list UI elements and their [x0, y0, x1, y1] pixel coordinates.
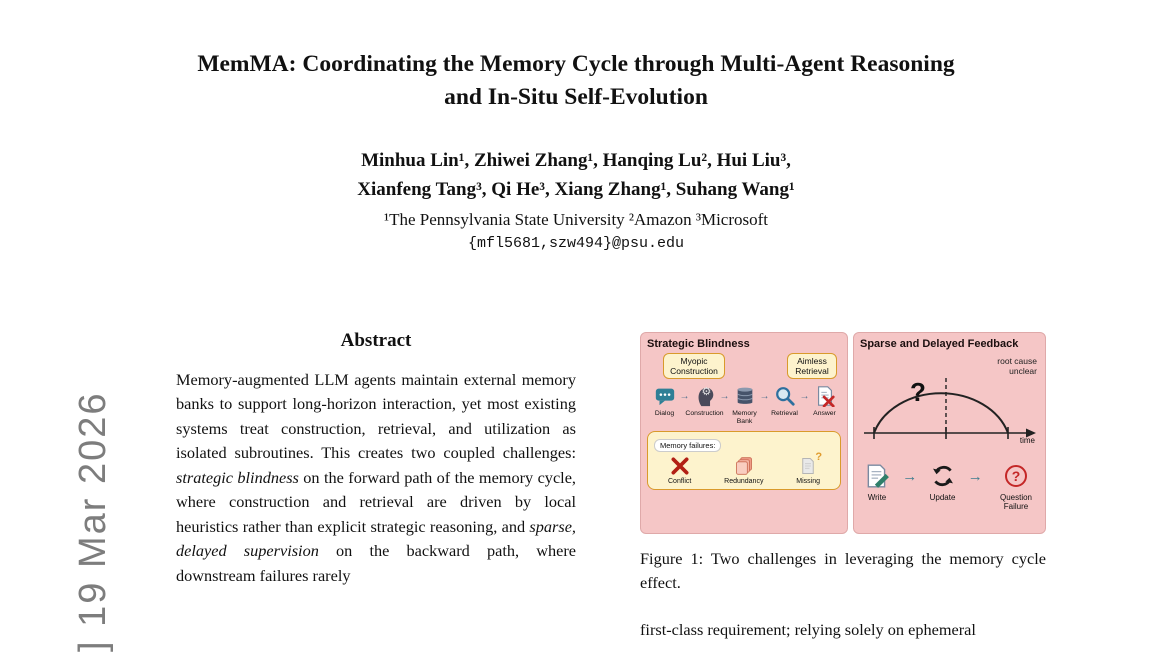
step-label-write: Write — [867, 493, 887, 502]
arrow-right-icon: → — [902, 467, 918, 485]
arrow-right-icon: → — [679, 390, 690, 402]
step-label-update: Update — [929, 493, 956, 502]
flow-label-dialog: Dialog — [654, 410, 675, 418]
abstract-part2: on the forward path of the memory cycle,… — [176, 467, 576, 536]
missing-question-icon: ? — [815, 451, 823, 464]
step-update: Update — [930, 461, 956, 502]
authors-block: Minhua Lin¹, Zhiwei Zhang¹, Hanqing Lu²,… — [0, 146, 1152, 205]
panel-sparse-delayed-feedback: Sparse and Delayed Feedback root cause u… — [853, 332, 1046, 534]
paper-title: MemMA: Coordinating the Memory Cycle thr… — [0, 48, 1152, 114]
left-column: Abstract Memory-augmented LLM agents mai… — [176, 330, 576, 588]
panel-right-title: Sparse and Delayed Feedback — [860, 338, 1019, 350]
arrow-right-icon: → — [759, 390, 770, 402]
failure-label-missing: Missing — [796, 478, 820, 486]
step-write: Write — [864, 461, 890, 502]
abstract-italic1: strategic blindness — [176, 467, 299, 487]
abstract-part1: Memory-augmented LLM agents maintain ext… — [176, 370, 576, 463]
memory-failures-title: Memory failures: — [654, 439, 722, 453]
paper-title-line2: and In-Situ Self-Evolution — [444, 83, 708, 110]
step-label-question-failure: Question Failure — [999, 493, 1033, 512]
memory-cycle-flow: Dialog → ⚙ Construction → Memory Bank — [647, 384, 841, 425]
figure-caption: Figure 1: Two challenges in leveraging t… — [640, 549, 1046, 592]
failure-redundancy: Redundancy — [724, 455, 763, 485]
flow-step-memory-bank: Memory Bank — [728, 384, 761, 425]
construction-icon: ⚙ — [694, 384, 716, 408]
write-icon — [864, 461, 890, 491]
figure-1: Strategic Blindness Myopic Construction … — [640, 332, 1046, 534]
authors-line1: Minhua Lin¹, Zhiwei Zhang¹, Hanqing Lu²,… — [361, 150, 791, 171]
root-cause-note: root cause unclear — [997, 356, 1037, 376]
failure-label-conflict: Conflict — [668, 478, 692, 486]
flow-step-dialog: Dialog — [648, 384, 681, 417]
step-question-failure: ? Question Failure — [995, 461, 1037, 511]
update-cycle-icon — [930, 461, 956, 491]
failure-conflict: Conflict — [668, 455, 691, 485]
failure-question-glyph: ? — [1011, 468, 1021, 484]
flow-label-retrieval: Retrieval — [771, 410, 798, 418]
panel-strategic-blindness: Strategic Blindness Myopic Construction … — [640, 332, 848, 534]
flow-step-answer: Answer — [808, 384, 841, 417]
answer-doc-error-icon — [814, 384, 836, 408]
unknown-cause-question: ? — [910, 377, 926, 407]
arxiv-stamp: ] 19 Mar 2026 — [72, 391, 114, 652]
time-axis-label: time — [1019, 436, 1035, 445]
flow-label-answer: Answer — [813, 410, 836, 418]
affiliations: ¹The Pennsylvania State University ²Amaz… — [383, 210, 769, 229]
flow-label-construction: Construction — [685, 410, 724, 418]
failures-row: Conflict Redundancy ? Missing — [656, 451, 832, 486]
question-failure-icon: ? — [1005, 461, 1027, 491]
abstract-heading: Abstract — [340, 330, 412, 351]
conflict-x-icon — [670, 455, 690, 477]
callouts-row: Myopic Construction Aimless Retrieval — [647, 350, 841, 380]
callout-aimless-retrieval: Aimless Retrieval — [787, 353, 837, 380]
dialog-icon — [654, 384, 676, 408]
abstract-text: Memory-augmented LLM agents maintain ext… — [176, 368, 576, 588]
flow-step-retrieval: Retrieval — [768, 384, 801, 417]
body-paragraph: first-class requirement; relying solely … — [640, 620, 976, 640]
paper-title-line1: MemMA: Coordinating the Memory Cycle thr… — [197, 51, 955, 77]
arc-timeline-graphic — [860, 363, 1040, 443]
missing-doc-icon: ? — [799, 451, 822, 477]
magnifier-icon — [774, 384, 796, 408]
arrow-right-icon: → — [719, 390, 730, 402]
right-column: Strategic Blindness Myopic Construction … — [640, 332, 1046, 640]
authors-line2: Xianfeng Tang³, Qi He³, Xiang Zhang¹, Su… — [357, 179, 795, 201]
arrow-right-icon: → — [967, 467, 983, 485]
database-icon — [734, 384, 756, 408]
contact-email: {mfl5681,szw494}@psu.edu — [467, 235, 685, 252]
panel-left-title: Strategic Blindness — [647, 338, 750, 350]
failure-label-redundancy: Redundancy — [724, 478, 764, 486]
failure-missing: ? Missing — [796, 451, 822, 486]
abstract-part3: on the backward path, where downstream f… — [176, 541, 576, 585]
callout-myopic-construction: Myopic Construction — [663, 353, 725, 380]
abstract-italic2: sparse, delayed supervision — [176, 516, 576, 561]
flow-step-construction: ⚙ Construction — [685, 384, 724, 418]
stacked-cards-icon — [734, 455, 754, 477]
arrow-right-icon: → — [799, 390, 810, 402]
flow-label-memory-bank: Memory Bank — [732, 410, 757, 425]
feedback-steps-row: Write → Update → ? Question Failure — [864, 461, 1037, 511]
gear-icon: ⚙ — [701, 386, 712, 399]
memory-failures-box: Memory failures: Conflict Redundancy — [647, 431, 841, 491]
